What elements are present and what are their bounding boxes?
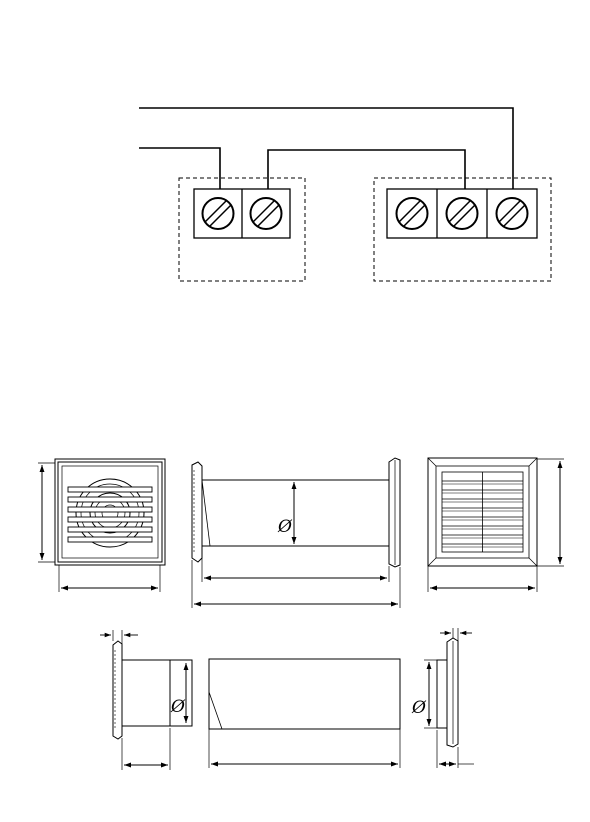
terminal-screw-icon: [251, 198, 282, 229]
side-view-assembled: Ø: [192, 458, 400, 608]
wiring-diagram: [139, 108, 551, 281]
diameter-symbol: Ø: [170, 697, 186, 717]
side-view-outer-part: Ø: [411, 628, 474, 768]
diameter-symbol: Ø: [277, 517, 293, 537]
diameter-symbol: Ø: [411, 698, 427, 718]
duct-tube: [209, 659, 400, 768]
terminal-block-right: [374, 178, 551, 281]
front-view-inner-unit: [38, 459, 165, 592]
grille-louvers: [442, 472, 523, 552]
terminal-block-left: [179, 178, 305, 281]
terminal-screw-icon: [447, 198, 478, 229]
wires: [139, 108, 513, 189]
front-view-outer-grille: [428, 458, 564, 592]
terminal-screw-icon: [203, 198, 234, 229]
wire-bridge: [268, 150, 465, 189]
terminal-strip-right: [387, 189, 537, 238]
wire-left: [139, 148, 220, 189]
side-view-inner-part: Ø: [100, 630, 192, 770]
terminal-screw-icon: [397, 198, 428, 229]
terminal-screw-icon: [497, 198, 528, 229]
dimension-drawings: Ø: [38, 458, 564, 770]
